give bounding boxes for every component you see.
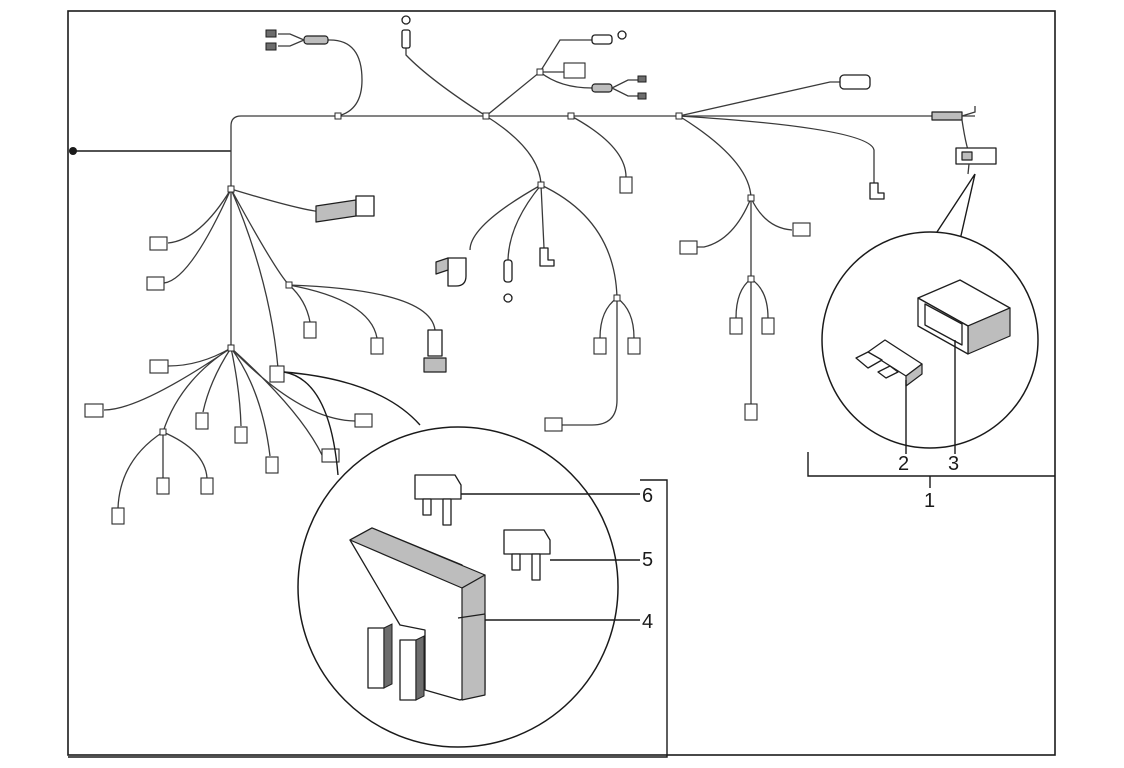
diagram-frame xyxy=(67,10,1056,756)
callout-1: 1 xyxy=(924,490,935,512)
callout-5: 5 xyxy=(642,549,653,571)
callout-2: 2 xyxy=(898,453,909,475)
fuse-box-part-4 xyxy=(349,527,486,701)
callout-6: 6 xyxy=(642,485,653,507)
fuse-box-detail: 6 5 4 xyxy=(68,371,668,758)
fuse-part-5 xyxy=(503,529,551,581)
callout-4: 4 xyxy=(642,611,653,633)
relay-detail: 2 3 1 xyxy=(807,173,1055,512)
fuse-part-6 xyxy=(414,474,462,526)
callout-3: 3 xyxy=(948,453,959,475)
fuse-part-2 xyxy=(855,339,923,387)
relay-part-3 xyxy=(917,279,1011,355)
relay-zoom-circle xyxy=(821,231,1039,449)
main-harness xyxy=(69,15,997,525)
